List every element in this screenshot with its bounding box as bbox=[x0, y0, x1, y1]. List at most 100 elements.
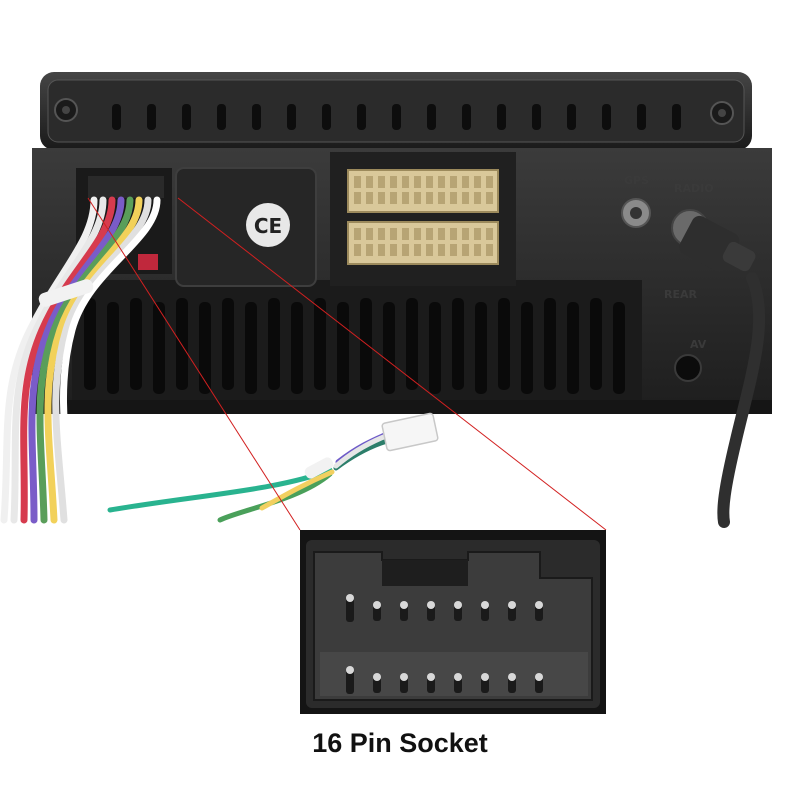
connector-cavity bbox=[426, 228, 433, 240]
harness-wire bbox=[10, 196, 107, 524]
vent-slot bbox=[637, 104, 646, 130]
connector-cavity bbox=[438, 244, 445, 256]
harness-wire bbox=[52, 196, 152, 524]
socket-pin-tip bbox=[400, 601, 408, 609]
antenna-area: GPS RADIO REAR AV bbox=[621, 174, 766, 528]
socket-pin-tip bbox=[481, 673, 489, 681]
wiring-harness-icon bbox=[0, 168, 439, 524]
connector-cavity bbox=[402, 176, 409, 188]
socket-pin-tip bbox=[454, 673, 462, 681]
connector-cavity bbox=[378, 228, 385, 240]
connector-cavity bbox=[426, 192, 433, 204]
gps-antenna-port-icon bbox=[621, 198, 651, 228]
connector-cavity bbox=[354, 192, 361, 204]
socket-pin bbox=[454, 605, 462, 621]
connector-cavity bbox=[474, 228, 481, 240]
socket-pin-tip bbox=[508, 601, 516, 609]
loom-wire bbox=[333, 433, 389, 469]
fin-slot bbox=[291, 302, 303, 394]
small-mark-2: AV bbox=[690, 338, 707, 351]
av-port bbox=[674, 354, 702, 382]
ce-mark-icon bbox=[246, 203, 290, 247]
fin-slot bbox=[222, 298, 234, 390]
connector-lower bbox=[347, 221, 499, 265]
socket-pin-tip bbox=[481, 601, 489, 609]
socket-closeup bbox=[300, 530, 606, 714]
socket-pin bbox=[535, 677, 543, 693]
socket-pin bbox=[346, 670, 354, 694]
fin-slot bbox=[429, 302, 441, 394]
vent-slot bbox=[112, 104, 121, 130]
socket-pin bbox=[400, 605, 408, 621]
connector-cavity bbox=[366, 192, 373, 204]
connector-cavity bbox=[426, 176, 433, 188]
socket-pin bbox=[346, 598, 354, 622]
fin-slot bbox=[176, 298, 188, 390]
harness-wire bbox=[0, 196, 98, 524]
fin-slot bbox=[337, 302, 349, 394]
connector-cavity bbox=[450, 192, 457, 204]
harness-wire bbox=[36, 196, 134, 524]
socket-pin bbox=[373, 605, 381, 621]
connector-cavity bbox=[390, 192, 397, 204]
connector-cavity bbox=[414, 192, 421, 204]
socket-pin bbox=[508, 605, 516, 621]
socket-pin-tip bbox=[535, 601, 543, 609]
beige-connector-block bbox=[330, 152, 516, 286]
gps-label: GPS bbox=[624, 174, 649, 187]
socket-pin bbox=[508, 677, 516, 693]
connector-cavity bbox=[378, 176, 385, 188]
vent-slot bbox=[602, 104, 611, 130]
connector-cavity bbox=[450, 244, 457, 256]
socket-pin-tip bbox=[346, 594, 354, 602]
vent-slot bbox=[147, 104, 156, 130]
fin-slot bbox=[521, 302, 533, 394]
connector-cavity bbox=[438, 176, 445, 188]
connector-cavity bbox=[414, 244, 421, 256]
connector-cavity bbox=[402, 192, 409, 204]
connector-cavity bbox=[402, 244, 409, 256]
vent-slot bbox=[392, 104, 401, 130]
vent-slot bbox=[182, 104, 191, 130]
loom-wire bbox=[259, 469, 335, 511]
connector-cavity bbox=[414, 228, 421, 240]
socket-pin-tip bbox=[454, 601, 462, 609]
socket-pin-tip bbox=[373, 673, 381, 681]
socket-pin bbox=[535, 605, 543, 621]
socket-pin bbox=[373, 677, 381, 693]
harness-wire bbox=[60, 196, 161, 524]
socket-pin bbox=[427, 677, 435, 693]
harness-wire bbox=[44, 196, 143, 524]
fin-slot bbox=[613, 302, 625, 394]
ce-plate: CE bbox=[175, 167, 317, 287]
connector-cavity bbox=[438, 192, 445, 204]
connector-cavity bbox=[366, 176, 373, 188]
fin-slot bbox=[199, 302, 211, 394]
fin-slot bbox=[475, 302, 487, 394]
connector-cavity bbox=[474, 192, 481, 204]
fin-slot bbox=[452, 298, 464, 390]
connector-cavity bbox=[402, 228, 409, 240]
connector-cavity bbox=[366, 244, 373, 256]
fin-slot bbox=[383, 302, 395, 394]
fin-slot bbox=[590, 298, 602, 390]
connector-cavity bbox=[414, 176, 421, 188]
socket-pin bbox=[481, 605, 489, 621]
connector-cavity bbox=[462, 176, 469, 188]
harness-wire bbox=[20, 196, 116, 524]
connector-cavity bbox=[450, 176, 457, 188]
vent-slot bbox=[672, 104, 681, 130]
connector-cavity bbox=[486, 228, 493, 240]
fin-slot bbox=[314, 298, 326, 390]
fin-slot bbox=[84, 298, 96, 390]
socket-pin bbox=[427, 605, 435, 621]
radio-label: RADIO bbox=[674, 182, 714, 195]
vent-slot bbox=[497, 104, 506, 130]
top-flange bbox=[40, 72, 752, 150]
connector-cavity bbox=[486, 192, 493, 204]
vent-slot bbox=[532, 104, 541, 130]
connector-cavity bbox=[390, 228, 397, 240]
connector-cavity bbox=[462, 228, 469, 240]
vent-slot bbox=[427, 104, 436, 130]
vent-slot bbox=[567, 104, 576, 130]
